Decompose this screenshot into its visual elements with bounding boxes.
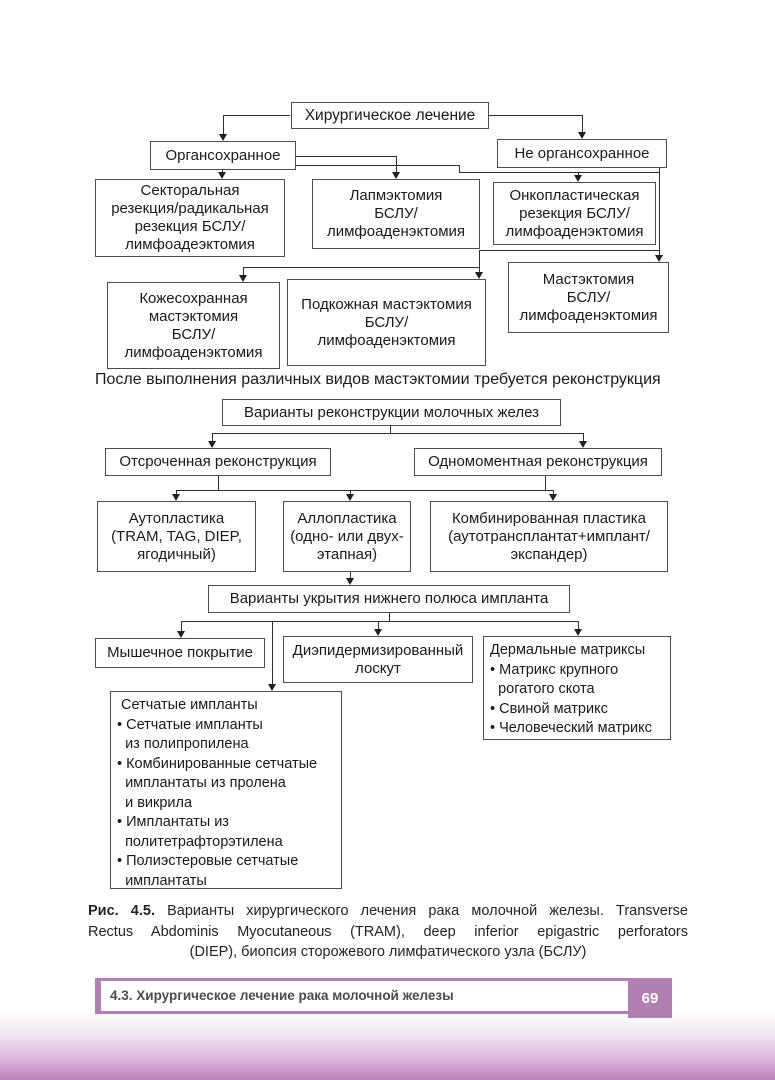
node-dermal-matrices: Дермальные матриксы • Матрикс крупного р… <box>483 636 671 740</box>
node-non-organ-preserving: Не органсохранное <box>497 139 667 168</box>
arrowhead-icon <box>346 578 354 585</box>
connector-line <box>223 115 290 116</box>
connector-line <box>459 165 460 173</box>
connector-line <box>350 490 351 494</box>
caption-figure-label: Рис. 4.5. <box>88 903 155 919</box>
connector-line <box>296 165 459 166</box>
node-surgical-treatment: Хирургическое лечение <box>291 102 489 129</box>
connector-line <box>212 433 584 434</box>
connector-line <box>489 115 583 116</box>
node-immediate-reconstruction: Одномоментная реконструкция <box>414 448 662 476</box>
connector-line <box>243 267 244 275</box>
arrowhead-icon <box>374 629 382 636</box>
connector-line <box>181 621 579 622</box>
connector-line <box>459 172 660 173</box>
arrowhead-icon <box>239 275 247 282</box>
node-autoplasty: Аутопластика (TRAM, TAG, DIEP, ягодичный… <box>97 501 256 572</box>
arrowhead-icon <box>655 255 663 262</box>
connector-line <box>218 476 219 490</box>
arrowhead-icon <box>346 494 354 501</box>
connector-line <box>181 621 182 631</box>
figure-caption: Рис. 4.5. Варианты хирургического лечени… <box>88 901 688 963</box>
connector-line <box>389 613 390 621</box>
arrowhead-icon <box>392 172 400 179</box>
connector-line <box>582 115 583 132</box>
node-mesh-implants: Сетчатые импланты • Сетчатые импланты из… <box>110 691 342 889</box>
connector-line <box>583 433 584 441</box>
caption-line-2: Rectus Abdominis Myocutaneous (TRAM), de… <box>88 923 688 940</box>
arrowhead-icon <box>574 175 582 182</box>
arrowhead-icon <box>574 629 582 636</box>
connector-line <box>222 170 223 172</box>
arrowhead-icon <box>172 494 180 501</box>
caption-line-1: Рис. 4.5. Варианты хирургического лечени… <box>88 901 688 922</box>
connector-line <box>578 621 579 629</box>
connector-line <box>223 115 224 134</box>
connector-line <box>296 156 397 157</box>
connector-line <box>578 172 579 175</box>
node-reconstruction-variants: Варианты реконструкции молочных желез <box>222 399 561 426</box>
page-number-badge: 69 <box>628 978 672 1018</box>
node-combined-plasty: Комбинированная пластика (аутотрансплант… <box>430 501 668 572</box>
arrowhead-icon <box>177 631 185 638</box>
page-bottom-gradient <box>0 1012 775 1080</box>
arrowhead-icon <box>579 441 587 448</box>
connector-line <box>553 490 554 494</box>
connector-line <box>272 621 273 684</box>
between-paragraph: После выполнения различных видов мастэкт… <box>95 371 661 388</box>
node-alloplasty: Аллопластика (одно- или двух- этапная) <box>283 501 411 572</box>
connector-line <box>479 250 480 272</box>
connector-line <box>479 250 660 251</box>
node-deepithelialized-flap: Диэпидермизированный лоскут <box>283 636 473 683</box>
caption-text-1: Варианты хирургического лечения рака мол… <box>167 903 688 919</box>
node-skin-sparing-mastectomy: Кожесохранная мастэктомия БСЛУ/ лимфоаде… <box>107 282 280 369</box>
node-lumpectomy: Лапмэктомия БСЛУ/ лимфоаденэктомия <box>312 179 480 249</box>
connector-line <box>378 621 379 629</box>
arrowhead-icon <box>208 441 216 448</box>
node-delayed-reconstruction: Отсроченная реконструкция <box>105 448 331 476</box>
connector-line <box>176 490 177 494</box>
arrowhead-icon <box>218 172 226 179</box>
node-coverage-variants: Варианты укрытия нижнего полюса импланта <box>208 585 570 613</box>
connector-line <box>176 490 554 491</box>
caption-line-3: (DIEP), биопсия сторожевого лимфатическо… <box>189 944 587 960</box>
footer-section-bar: 4.3. Хирургическое лечение рака молочной… <box>95 978 634 1014</box>
arrowhead-icon <box>475 272 483 279</box>
node-subcutaneous-mastectomy: Подкожная мастэктомия БСЛУ/ лимфоаденэкт… <box>287 279 486 366</box>
node-organ-preserving: Органсохранное <box>150 141 296 170</box>
node-oncoplastic-resection: Онкопластическая резекция БСЛУ/ лимфоаде… <box>493 182 656 245</box>
node-muscle-coverage: Мышечное покрытие <box>95 638 265 668</box>
connector-line <box>545 476 546 490</box>
connector-line <box>243 267 480 268</box>
arrowhead-icon <box>549 494 557 501</box>
connector-line <box>212 433 213 441</box>
connector-line <box>659 168 660 255</box>
arrowhead-icon <box>578 132 586 139</box>
node-mastectomy: Мастэктомия БСЛУ/ лимфоаденэктомия <box>508 262 669 333</box>
connector-line <box>396 156 397 172</box>
connector-line <box>350 572 351 578</box>
footer-section-title: 4.3. Хирургическое лечение рака молочной… <box>110 988 454 1003</box>
connector-line <box>390 426 391 433</box>
node-sectoral-resection: Секторальная резекция/радикальная резекц… <box>95 179 285 257</box>
arrowhead-icon <box>219 134 227 141</box>
arrowhead-icon <box>268 684 276 691</box>
